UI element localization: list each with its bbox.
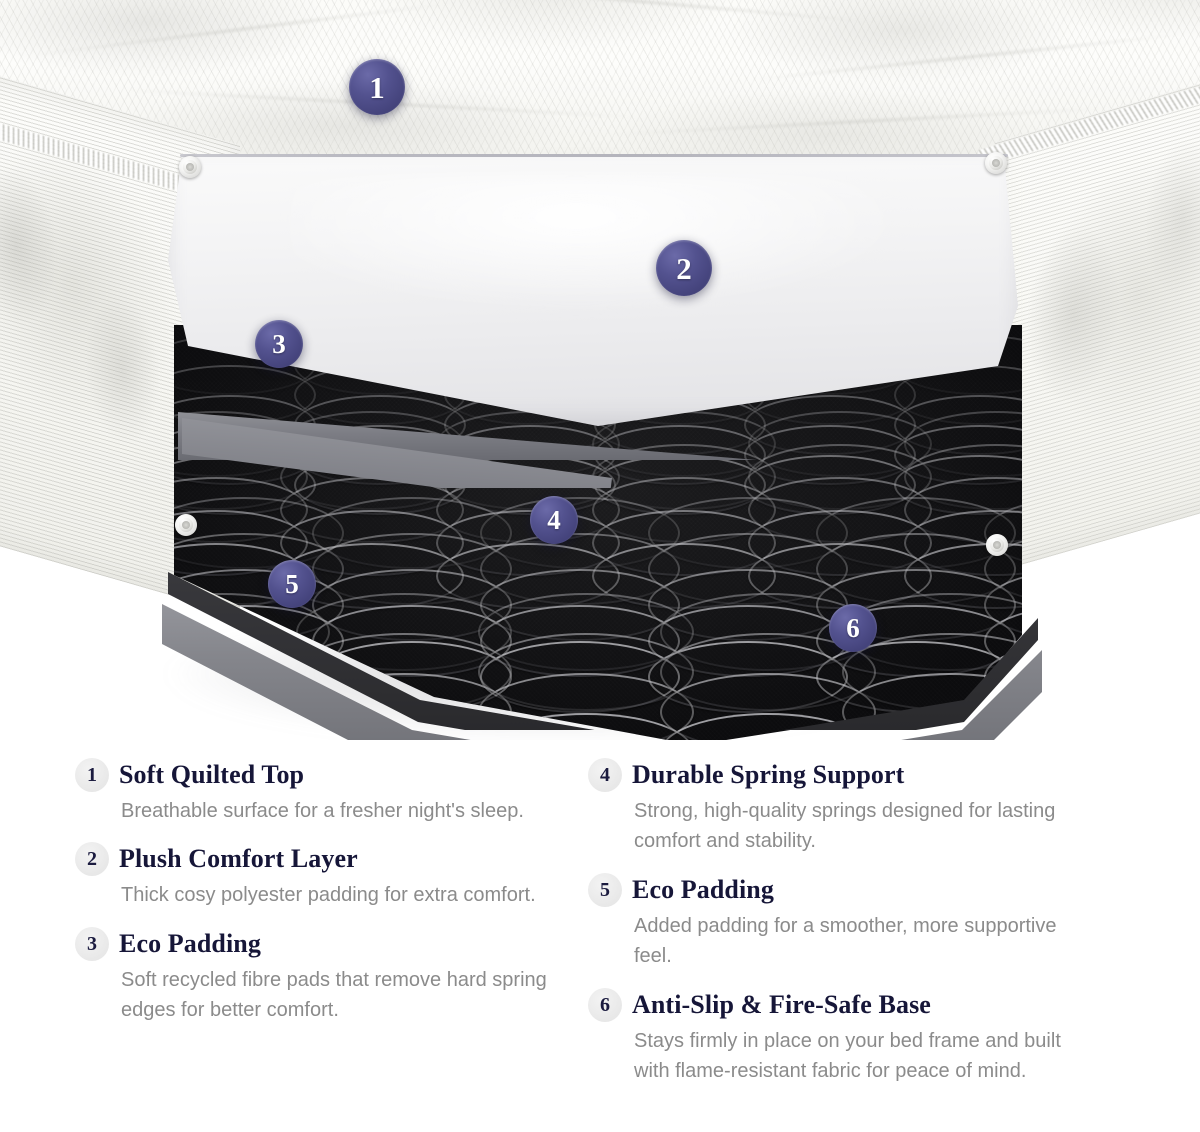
marker-5-eco-padding[interactable]: 5 xyxy=(268,560,316,608)
feature-heading-row: 1 Soft Quilted Top xyxy=(75,758,575,792)
foam-highlight xyxy=(288,176,928,316)
feature-heading-row: 5 Eco Padding xyxy=(588,872,1088,907)
feature-description: Strong, high-quality springs designed fo… xyxy=(634,800,1056,853)
feature-heading-row: 6 Anti-Slip & Fire-Safe Base xyxy=(588,987,1088,1022)
marker-3-eco-padding[interactable]: 3 xyxy=(255,320,303,368)
feature-title: Anti-Slip & Fire-Safe Base xyxy=(632,989,931,1019)
feature-description: Added padding for a smoother, more suppo… xyxy=(634,914,1057,968)
marker-4-durable-spring-support[interactable]: 4 xyxy=(530,496,578,544)
feature-heading-row: 2 Plush Comfort Layer xyxy=(75,842,575,877)
feature-title: Eco Padding xyxy=(632,874,774,904)
feature-number-badge: 1 xyxy=(75,758,109,792)
corner-rivet-bottom-left xyxy=(175,514,197,536)
feature-heading-row: 4 Durable Spring Support xyxy=(588,758,1088,792)
feature-title: Durable Spring Support xyxy=(632,760,905,790)
feature-description: Thick cosy polyester padding for extra c… xyxy=(121,884,536,907)
feature-title: Soft Quilted Top xyxy=(119,760,305,790)
feature-heading-row: 3 Eco Padding xyxy=(75,926,575,961)
marker-1-soft-quilted-top[interactable]: 1 xyxy=(349,59,405,115)
mattress-core-cutaway xyxy=(162,150,1042,740)
corner-rivet-top-right xyxy=(985,152,1007,174)
marker-2-plush-comfort-layer[interactable]: 2 xyxy=(656,240,712,296)
feature-title: Plush Comfort Layer xyxy=(119,844,358,874)
corner-rivet-top-left xyxy=(179,156,201,178)
feature-number-badge: 6 xyxy=(588,987,622,1022)
mattress-cutaway-image: 1 2 3 4 5 6 xyxy=(0,0,1200,740)
corner-rivet-bottom-right xyxy=(986,534,1008,556)
feature-title: Eco Padding xyxy=(119,928,261,958)
feature-number-badge: 4 xyxy=(588,758,622,792)
feature-description: Stays firmly in place on your bed frame … xyxy=(634,1029,1061,1082)
feature-description: Breathable surface for a fresher night's… xyxy=(121,800,524,822)
coil-ring xyxy=(842,673,1022,740)
marker-6-anti-slip-base[interactable]: 6 xyxy=(829,604,877,652)
foam-top-edge-line xyxy=(180,154,1008,157)
feature-number-badge: 2 xyxy=(75,842,109,877)
feature-number-badge: 5 xyxy=(588,872,622,907)
feature-number-badge: 3 xyxy=(75,926,109,961)
feature-description: Soft recycled fibre pads that remove har… xyxy=(121,968,547,1022)
